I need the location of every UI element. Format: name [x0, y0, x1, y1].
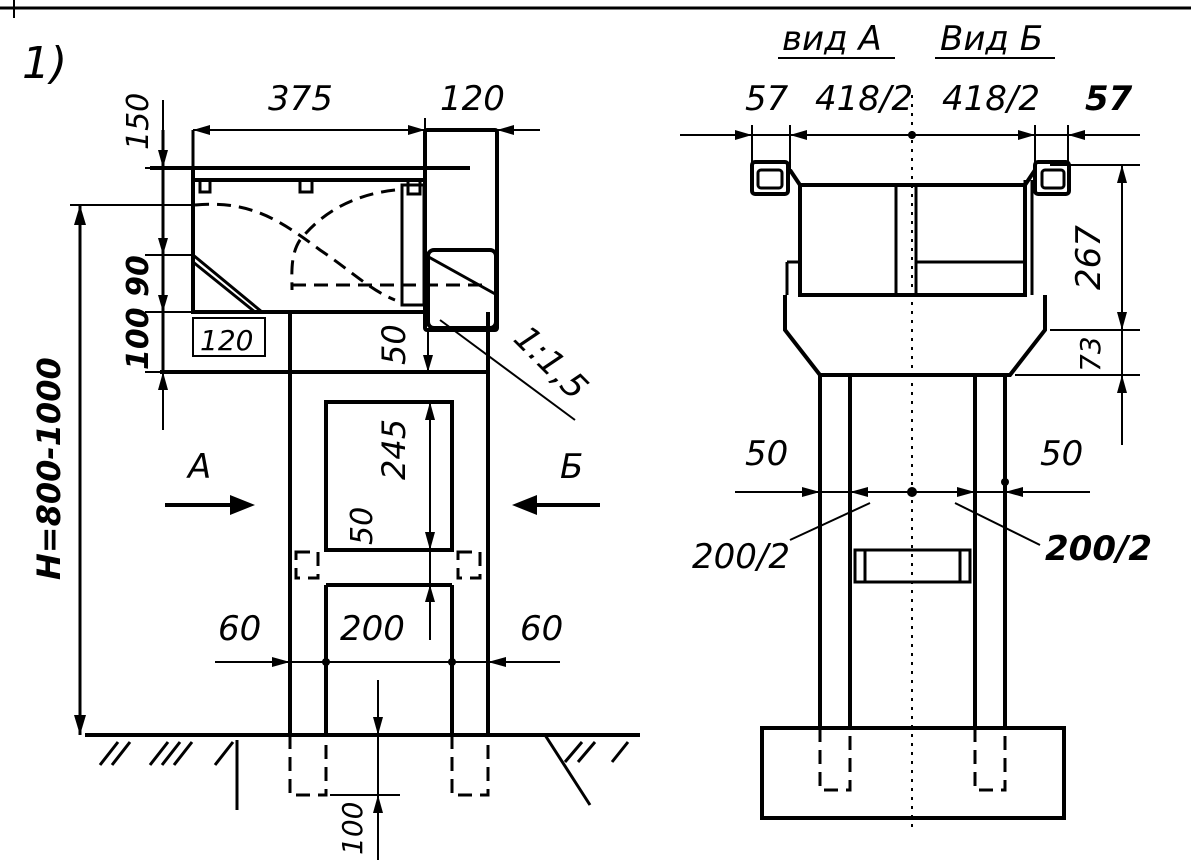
dim-50-right-right: 50 [1040, 434, 1083, 474]
view-arrow-a [165, 495, 255, 515]
ground-left [85, 733, 640, 810]
label-b: Б [560, 447, 583, 487]
socket-left [294, 550, 320, 580]
dims-right-top [680, 125, 1140, 170]
dim-120-inner: 120 [200, 324, 253, 357]
label-a: A [186, 447, 211, 487]
column-body [160, 312, 490, 735]
slope-ratio: 1:1,5 [506, 318, 596, 408]
dim-200-right: 200/2 [1045, 529, 1152, 569]
window-lower [324, 583, 454, 735]
dim-57-left: 57 [745, 79, 789, 119]
figure-number: 1) [22, 38, 67, 89]
frame [0, 0, 1191, 18]
dim-50-top: 50 [375, 324, 413, 365]
crossbeam [150, 128, 499, 372]
dims-right-side [1015, 164, 1140, 445]
dim-418-left: 418/2 [815, 79, 913, 119]
view-a-title: вид А [782, 19, 882, 59]
dim-245: 245 [375, 419, 413, 480]
right-view: вид А Вид Б [680, 19, 1152, 830]
dim-57-right: 57 [1085, 79, 1133, 119]
dim-267: 267 [1069, 225, 1109, 290]
dim-50-mid: 50 [345, 507, 380, 545]
view-b-title: Вид Б [940, 19, 1043, 59]
dim-height: H=800-1000 [30, 357, 68, 580]
dim-375: 375 [268, 79, 333, 119]
pier-cap [750, 160, 1071, 377]
dim-120-top: 120 [440, 79, 505, 119]
socket-right [456, 550, 482, 580]
dims-left [70, 100, 576, 860]
dim-60-right: 60 [520, 609, 563, 649]
dim-418-right: 418/2 [942, 79, 1040, 119]
dim-73: 73 [1074, 336, 1107, 372]
dim-150: 150 [121, 93, 156, 150]
dim-200-left: 200/2 [692, 537, 790, 577]
hidden-lines-crossbeam [194, 188, 485, 302]
view-arrow-b [512, 495, 600, 515]
columns-right [818, 375, 1007, 728]
dim-200: 200 [340, 609, 405, 649]
dim-100-90: 100 90 [121, 255, 156, 370]
dim-60-left: 60 [218, 609, 261, 649]
dim-50-left-right: 50 [745, 434, 788, 474]
dim-100-bottom: 100 [336, 802, 369, 855]
dims-right-mid [735, 478, 1090, 546]
foundation-right [760, 726, 1066, 820]
window-upper [324, 400, 454, 552]
foundation-left [288, 735, 490, 797]
left-view: 375 120 150 100 90 120 50 1:1,5 245 50 6… [30, 79, 640, 860]
